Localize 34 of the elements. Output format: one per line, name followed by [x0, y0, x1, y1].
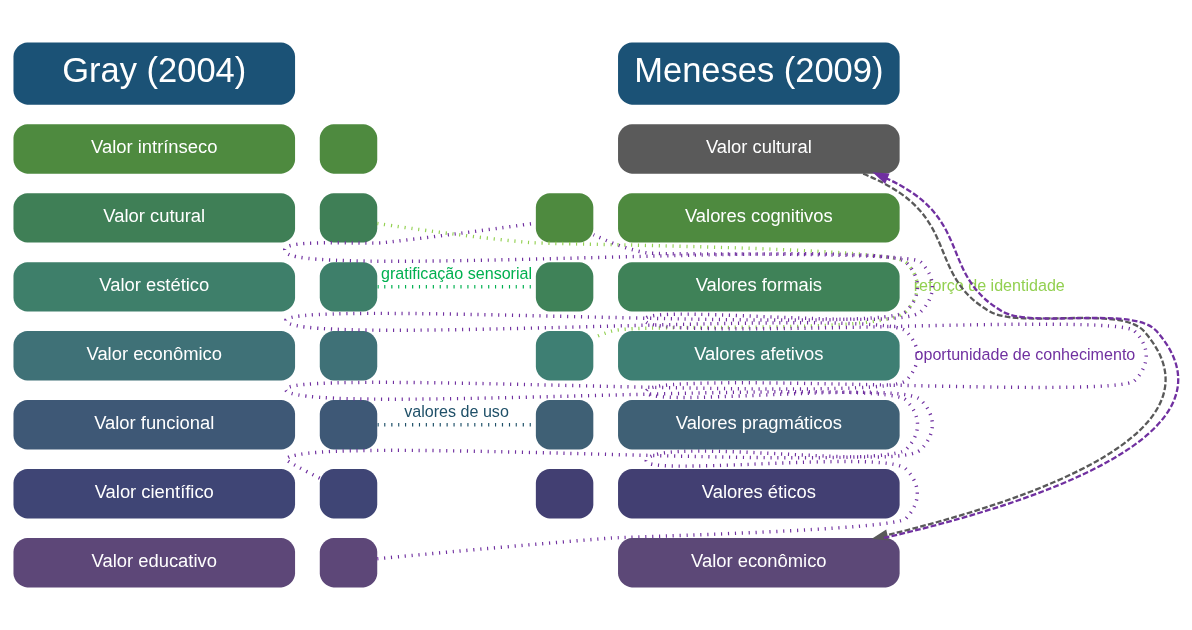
node-box: Valores éticos: [618, 469, 900, 519]
node-box: [535, 469, 594, 519]
edge-label: oportunidade de conhecimento: [914, 345, 1136, 364]
node-box: [319, 124, 378, 174]
connector: [377, 233, 1145, 561]
node-box: Gray (2004): [13, 42, 296, 105]
node-box: [319, 193, 378, 243]
edge-label: valores de uso: [404, 401, 509, 420]
node-box: Valor funcional: [13, 400, 296, 450]
node-box: [319, 331, 378, 381]
node-box: Valor cutural: [13, 193, 296, 243]
node-box: Valor estético: [13, 262, 296, 312]
node-box: [535, 193, 594, 243]
node-box: Valor intrínseco: [13, 124, 296, 174]
node-box: Valor científico: [13, 469, 296, 519]
edge-label: gratificação sensorial: [381, 264, 533, 283]
node-box: Valor cultural: [618, 124, 900, 174]
node-box: [535, 331, 594, 381]
node-box: Valor econômico: [618, 538, 900, 588]
node-box: Valor econômico: [13, 331, 296, 381]
node-box: Valores cognitivos: [618, 193, 900, 243]
node-box: [319, 400, 378, 450]
node-box: Valor educativo: [13, 538, 296, 588]
node-box: [319, 538, 378, 588]
connector: [284, 221, 919, 480]
connector: [377, 221, 919, 340]
node-box: [535, 262, 594, 312]
node-box: [319, 262, 378, 312]
node-box: Meneses (2009): [618, 42, 900, 105]
node-box: Valores afetivos: [618, 331, 900, 381]
node-box: [319, 469, 378, 519]
node-box: Valores formais: [618, 262, 900, 312]
node-box: [535, 400, 594, 450]
node-box: Valores pragmáticos: [618, 400, 900, 450]
